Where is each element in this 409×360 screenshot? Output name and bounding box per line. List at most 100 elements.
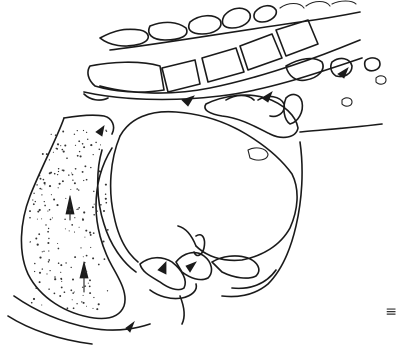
stipple-dot [74,232,75,233]
stipple-dot [70,267,71,268]
stipple-dot [75,168,77,170]
stipple-dot [62,180,64,182]
stipple-dot [89,292,91,294]
stipple-dot [77,130,78,131]
stipple-dot [39,209,41,211]
stipple-dot [82,219,84,221]
stipple-dot [74,256,76,258]
stipple-dot [44,201,45,202]
stipple-dot [90,247,91,248]
stipple-dot [29,217,31,219]
stipple-dot [99,235,101,237]
stipple-dot [61,281,62,282]
stipple-dot [65,198,66,199]
stipple-dot [100,204,102,206]
stipple-dot [89,279,91,281]
stipple-dot [60,145,61,146]
stipple-dot [47,242,49,244]
stipple-dot [41,189,42,190]
stipple-dot [74,134,75,135]
stipple-dot [60,264,62,266]
stipple-dot [53,152,54,153]
stipple-dot [96,209,97,210]
stipple-dot [39,175,41,177]
stipple-dot [44,182,46,184]
stipple-dot [58,168,59,169]
menu-icon[interactable]: ≡ [385,304,397,320]
stipple-dot [76,188,78,190]
stipple-dot [83,256,84,257]
stipple-dot [42,268,43,269]
posterior-body-outline [222,124,382,297]
stipple-dot [33,193,34,194]
stipple-dot [105,130,106,131]
stipple-dot [52,217,53,218]
stipple-dot [50,219,52,221]
stipple-dot [86,255,88,257]
stipple-dot [48,228,49,229]
stipple-dot [103,241,105,243]
posterior-organs [182,92,302,160]
stipple-dot [88,283,89,284]
stipple-dot [71,173,72,174]
stipple-dot [48,261,50,263]
stipple-dot [51,194,52,195]
stipple-dot [61,286,63,288]
stipple-dot [72,179,73,180]
stipple-dot [70,289,72,291]
stipple-dot [105,184,107,186]
stipple-dot [63,170,65,172]
stipple-dot [98,303,100,305]
stipple-dot [83,180,84,181]
stipple-dot [41,194,42,195]
stipple-dot [85,285,87,287]
stipple-dot [93,154,94,155]
stipple-dot [82,218,83,219]
stipple-dot [54,293,56,295]
stipple-dot [93,297,94,298]
stipple-dot [99,170,101,172]
stipple-dot [47,231,49,233]
stipple-dot [35,201,36,202]
stipple-dot [34,271,35,272]
stipple-dot [39,272,41,274]
stipple-dot [75,145,76,146]
stipple-dot [65,262,66,263]
stipple-dot [107,229,109,231]
stipple-dot [31,302,33,304]
stipple-dot [86,132,87,133]
stipple-dot [67,307,69,309]
stipple-dot [40,188,42,190]
stipple-dot [38,233,40,235]
stipple-dot [82,287,83,288]
stipple-dot [72,278,74,280]
stipple-dot [62,131,64,133]
stipple-dot [49,270,50,271]
stipple-dot [96,308,98,310]
stipple-dot [72,292,74,294]
stipple-dot [48,259,50,261]
stipple-dot [106,202,108,204]
stipple-dot [92,308,93,309]
stipple-dot [37,211,39,213]
stipple-dot [71,224,73,226]
stipple-dot [49,159,50,160]
stipple-dot [78,140,80,142]
stipple-dot [90,234,92,236]
stipple-dot [86,179,88,181]
stipple-dot [35,238,37,240]
stipple-dot [80,247,81,248]
stipple-dot [103,210,105,212]
stipple-dot [90,144,92,146]
stipple-dot [85,230,87,232]
stipple-dot [63,151,65,153]
stipple-dot [82,143,84,145]
stipple-dot [41,218,42,219]
stipple-dot [80,155,82,157]
vertebral-bodies [84,20,362,99]
stipple-dot [49,185,51,187]
stipple-dot [56,148,58,150]
stipple-dot [78,207,80,209]
stipple-dot [87,139,88,140]
stipple-dot [42,153,44,155]
